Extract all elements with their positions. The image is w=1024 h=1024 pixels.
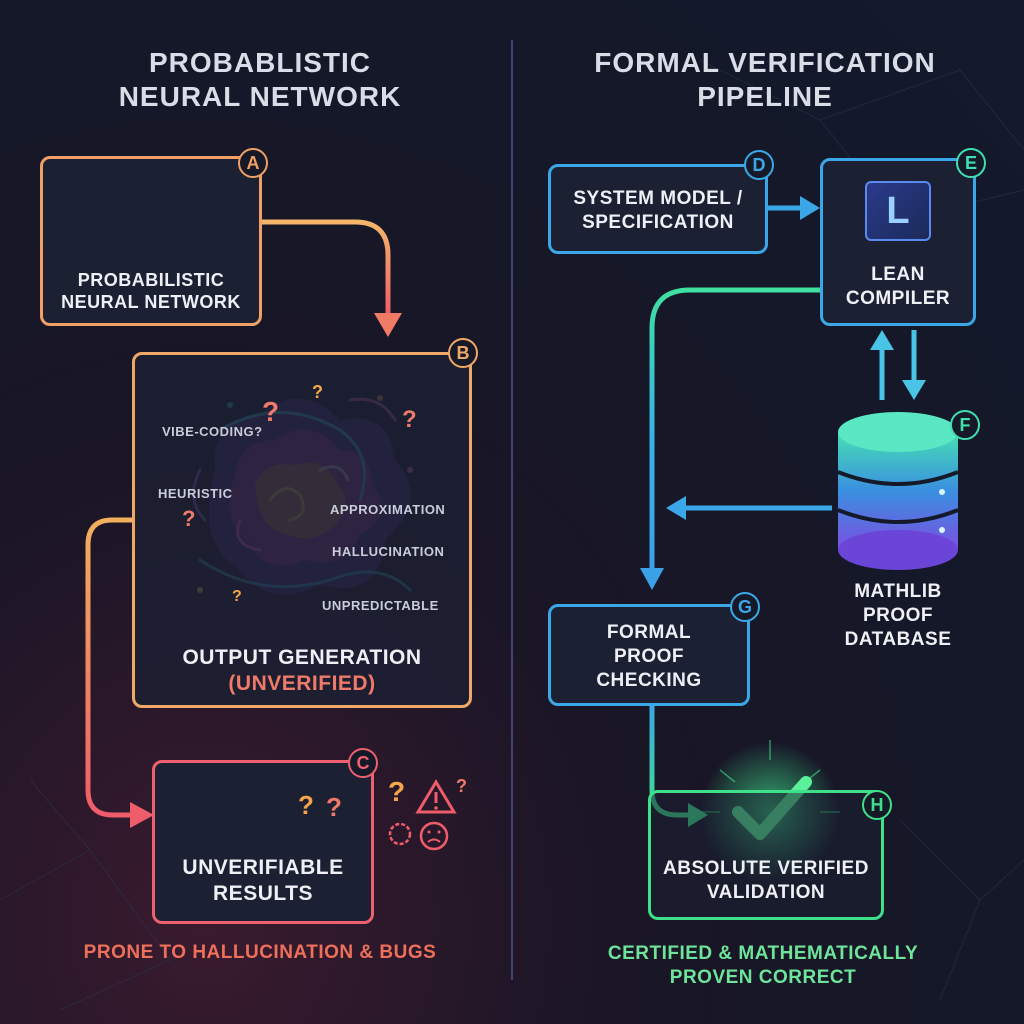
node-g-label: FORMAL PROOF CHECKING [551,621,747,693]
question-mark-icon: ? [456,776,467,796]
node-d-system-model[interactable]: SYSTEM MODEL / SPECIFICATION [548,164,768,254]
node-b-output-generation[interactable]: OUTPUT GENERATION (UNVERIFIED) [132,352,472,708]
badge-h: H [862,790,892,820]
node-h-absolute-verified-validation[interactable]: ABSOLUTE VERIFIED VALIDATION [648,790,884,920]
right-footer-line2: PROVEN CORRECT [669,967,857,988]
tag-approximation: APPROXIMATION [330,502,446,517]
question-mark-icon: ? [326,792,342,822]
node-e-label-line2: COMPILER [845,288,951,309]
node-g-formal-proof-checking[interactable]: FORMAL PROOF CHECKING [548,604,750,706]
node-g-label-line1: FORMAL [606,622,692,643]
node-b-label-line2: (UNVERIFIED) [228,672,376,695]
left-title-line2: NEURAL NETWORK [118,81,402,112]
question-mark-icon: ? [388,776,406,807]
question-mark-icon: ? [182,506,196,531]
right-footer-line1: CERTIFIED & MATHEMATICALLY [607,943,919,964]
node-g-label-line2: PROOF [613,646,685,667]
question-mark-icon: ? [312,382,323,402]
node-g-label-line3: CHECKING [596,670,702,691]
left-title-line1: PROBABLISTIC [149,47,371,78]
badge-c: C [348,748,378,778]
badge-g: G [730,592,760,622]
node-f-label-line2: PROOF [862,605,934,626]
node-b-label: OUTPUT GENERATION (UNVERIFIED) [135,645,469,697]
frown-icon [419,821,449,851]
bug-icon [388,822,412,846]
node-a-label-line2: NEURAL NETWORK [61,292,241,312]
question-mark-icon: ? [262,396,280,427]
right-title: FORMAL VERIFICATION PIPELINE [540,46,990,114]
left-footer: PRONE TO HALLUCINATION & BUGS [83,942,437,963]
node-f-label-line3: DATABASE [844,629,952,650]
node-e-label: LEAN COMPILER [823,263,973,311]
node-d-label-line1: SYSTEM MODEL / [573,188,743,209]
node-a-label-line1: PROBABILISTIC [77,270,225,290]
node-c-unverifiable-results[interactable]: UNVERIFIABLE RESULTS [152,760,374,924]
badge-a: A [238,148,268,178]
node-h-label-line1: ABSOLUTE VERIFIED [663,858,869,879]
right-title-line1: FORMAL VERIFICATION [594,47,936,78]
badge-d: D [744,150,774,180]
node-e-label-line1: LEAN [871,264,925,285]
warning-icon [415,779,457,814]
node-c-label: UNVERIFIABLE RESULTS [155,855,371,907]
database-icon [837,412,959,570]
node-c-label-line2: RESULTS [213,882,313,905]
tag-heuristic: HEURISTIC [158,486,233,501]
node-d-label: SYSTEM MODEL / SPECIFICATION [551,187,765,235]
node-h-label-line2: VALIDATION [706,882,826,903]
badge-f: F [950,410,980,440]
node-d-label-line2: SPECIFICATION [582,212,734,233]
question-mark-icon: ? [232,588,242,605]
lean-logo-letter: L [886,189,910,232]
right-title-line2: PIPELINE [697,81,833,112]
node-e-lean-compiler[interactable]: L LEAN COMPILER [820,158,976,326]
node-c-label-line1: UNVERIFIABLE [182,856,344,879]
node-f-label-line1: MATHLIB [854,581,942,602]
node-f-mathlib-label[interactable]: MATHLIB PROOF DATABASE [828,580,968,652]
tag-vibe-coding: VIBE-CODING? [162,424,263,439]
badge-b: B [448,338,478,368]
tag-hallucination: HALLUCINATION [332,544,445,559]
left-title: PROBABLISTIC NEURAL NETWORK [40,46,480,114]
question-mark-icon: ? [298,790,314,820]
node-a-label: PROBABILISTIC NEURAL NETWORK [43,269,259,313]
right-footer: CERTIFIED & MATHEMATICALLY PROVEN CORREC… [548,942,978,990]
badge-e: E [956,148,986,178]
node-a-neural-network[interactable]: PROBABILISTIC NEURAL NETWORK [40,156,262,326]
question-mark-icon: ? [402,406,417,433]
node-h-label: ABSOLUTE VERIFIED VALIDATION [651,857,881,905]
lean-logo-icon: L [865,181,931,241]
tag-unpredictable: UNPREDICTABLE [322,598,439,613]
node-b-label-line1: OUTPUT GENERATION [182,646,422,669]
